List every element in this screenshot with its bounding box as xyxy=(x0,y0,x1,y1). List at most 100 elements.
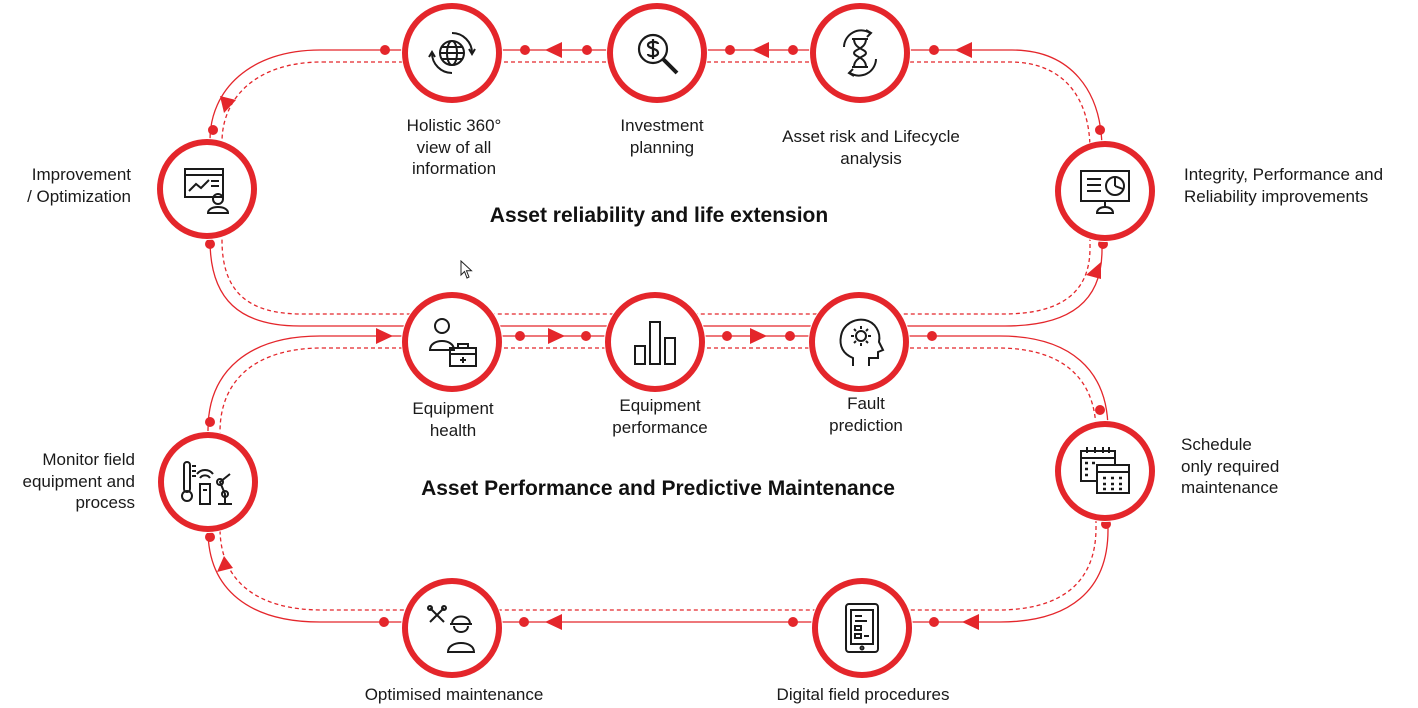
label-line: Schedule xyxy=(1181,435,1252,454)
connector-dot xyxy=(927,331,937,341)
arrow-left-marker xyxy=(545,614,562,630)
monitor-chart-icon xyxy=(1080,170,1130,214)
label-line: view of all xyxy=(416,137,492,157)
connector-dot xyxy=(582,45,592,55)
label-line: Digital field procedures xyxy=(776,685,950,704)
connector-dot xyxy=(205,417,215,427)
connector-dot xyxy=(205,239,215,249)
label-line: health xyxy=(429,420,477,440)
worker-tools-icon xyxy=(427,605,476,653)
label-improvement: Improvement / Optimization xyxy=(27,164,131,207)
label-optimised: Optimised maintenance xyxy=(365,684,544,706)
node-equipment-performance xyxy=(605,292,705,392)
node-holistic xyxy=(402,3,502,103)
label-line: Holistic 360° xyxy=(406,116,502,135)
label-line: prediction xyxy=(829,415,903,435)
connector-dot xyxy=(1095,405,1105,415)
connector-dot xyxy=(1095,125,1105,135)
label-digital-field: Digital field procedures xyxy=(777,684,950,706)
arrow-up-right-marker xyxy=(1086,262,1101,279)
node-schedule xyxy=(1055,421,1155,521)
label-asset-risk: Asset risk and Lifecycle analysis xyxy=(782,126,960,169)
connector-dot xyxy=(520,45,530,55)
node-digital-field xyxy=(812,578,912,678)
label-line: Investment xyxy=(620,116,704,135)
tablet-checklist-icon xyxy=(845,603,879,653)
label-line: planning xyxy=(629,137,695,157)
arrow-left-marker xyxy=(545,42,562,58)
arrow-left-marker xyxy=(955,42,972,58)
top-loop-outer-path xyxy=(209,49,1103,327)
label-holistic: Holistic 360° view of all information xyxy=(407,115,502,180)
node-asset-risk xyxy=(810,3,910,103)
connector-dot xyxy=(380,45,390,55)
connector-dot xyxy=(581,331,591,341)
label-line: Equipment xyxy=(619,396,701,415)
arrow-up-left-marker xyxy=(217,556,233,572)
top-loop-inner-path xyxy=(221,61,1091,315)
label-fault-prediction: Fault prediction xyxy=(829,393,903,436)
label-line: equipment and xyxy=(22,471,135,491)
arrow-right-marker xyxy=(750,328,767,344)
label-schedule: Schedule only required maintenance xyxy=(1181,434,1279,499)
label-line: Asset risk and Lifecycle xyxy=(782,127,960,146)
head-gear-icon xyxy=(839,318,885,366)
label-line: Fault xyxy=(847,394,885,413)
arrow-left-marker xyxy=(752,42,769,58)
node-improvement xyxy=(157,139,257,239)
node-monitor-field xyxy=(158,432,258,532)
calendar-icon xyxy=(1080,447,1130,494)
node-fault-prediction xyxy=(809,292,909,392)
label-line: performance xyxy=(612,417,708,437)
connector-dot xyxy=(785,331,795,341)
connector-dot xyxy=(205,532,215,542)
connector-dot xyxy=(929,617,939,627)
label-line: only required xyxy=(1181,456,1280,476)
label-line: process xyxy=(75,493,135,512)
label-line: maintenance xyxy=(1181,478,1279,497)
connector-dot xyxy=(725,45,735,55)
label-line: analysis xyxy=(840,148,902,168)
dashboard-user-icon xyxy=(184,168,230,214)
node-equipment-health xyxy=(402,292,502,392)
label-line: Monitor field xyxy=(42,450,135,469)
connector-dot xyxy=(1101,519,1111,529)
arrow-right-marker xyxy=(548,328,565,344)
dollar-magnifier-icon xyxy=(637,33,679,75)
label-equipment-health: Equipment health xyxy=(412,398,493,441)
node-optimised xyxy=(402,578,502,678)
label-line: / Optimization xyxy=(27,186,131,206)
connector-dot xyxy=(208,125,218,135)
node-investment xyxy=(607,3,707,103)
label-investment: Investment planning xyxy=(620,115,703,158)
bottom-loop-inner-path xyxy=(219,347,1097,611)
label-line: Reliability improvements xyxy=(1184,186,1369,206)
mouse-cursor-icon xyxy=(460,260,473,279)
sensors-robot-icon xyxy=(181,461,232,505)
arrow-right-marker xyxy=(376,328,393,344)
label-line: Optimised maintenance xyxy=(364,685,544,704)
connector-dot xyxy=(788,617,798,627)
connector-dot xyxy=(929,45,939,55)
bottom-loop-outer-path xyxy=(207,335,1109,623)
node-integrity xyxy=(1055,141,1155,241)
bar-chart-icon xyxy=(634,321,676,365)
title-asset-reliability: Asset reliability and life extension xyxy=(489,204,829,227)
connector-dot xyxy=(1098,239,1108,249)
label-line: information xyxy=(411,159,497,178)
label-monitor-field: Monitor field equipment and process xyxy=(23,449,135,514)
connector-dot xyxy=(515,331,525,341)
title-asset-performance: Asset Performance and Predictive Mainten… xyxy=(421,477,895,500)
connector-dot xyxy=(788,45,798,55)
technician-toolbox-icon xyxy=(428,318,477,367)
label-line: Improvement xyxy=(31,165,131,184)
globe-arrows-icon xyxy=(428,32,476,74)
arrow-left-marker xyxy=(962,614,979,630)
arrow-down-left-marker xyxy=(220,96,236,113)
label-line: Integrity, Performance and xyxy=(1184,165,1384,184)
connector-dot xyxy=(519,617,529,627)
label-line: Equipment xyxy=(412,399,494,418)
label-equipment-performance: Equipment performance xyxy=(612,395,707,438)
connector-dot xyxy=(722,331,732,341)
